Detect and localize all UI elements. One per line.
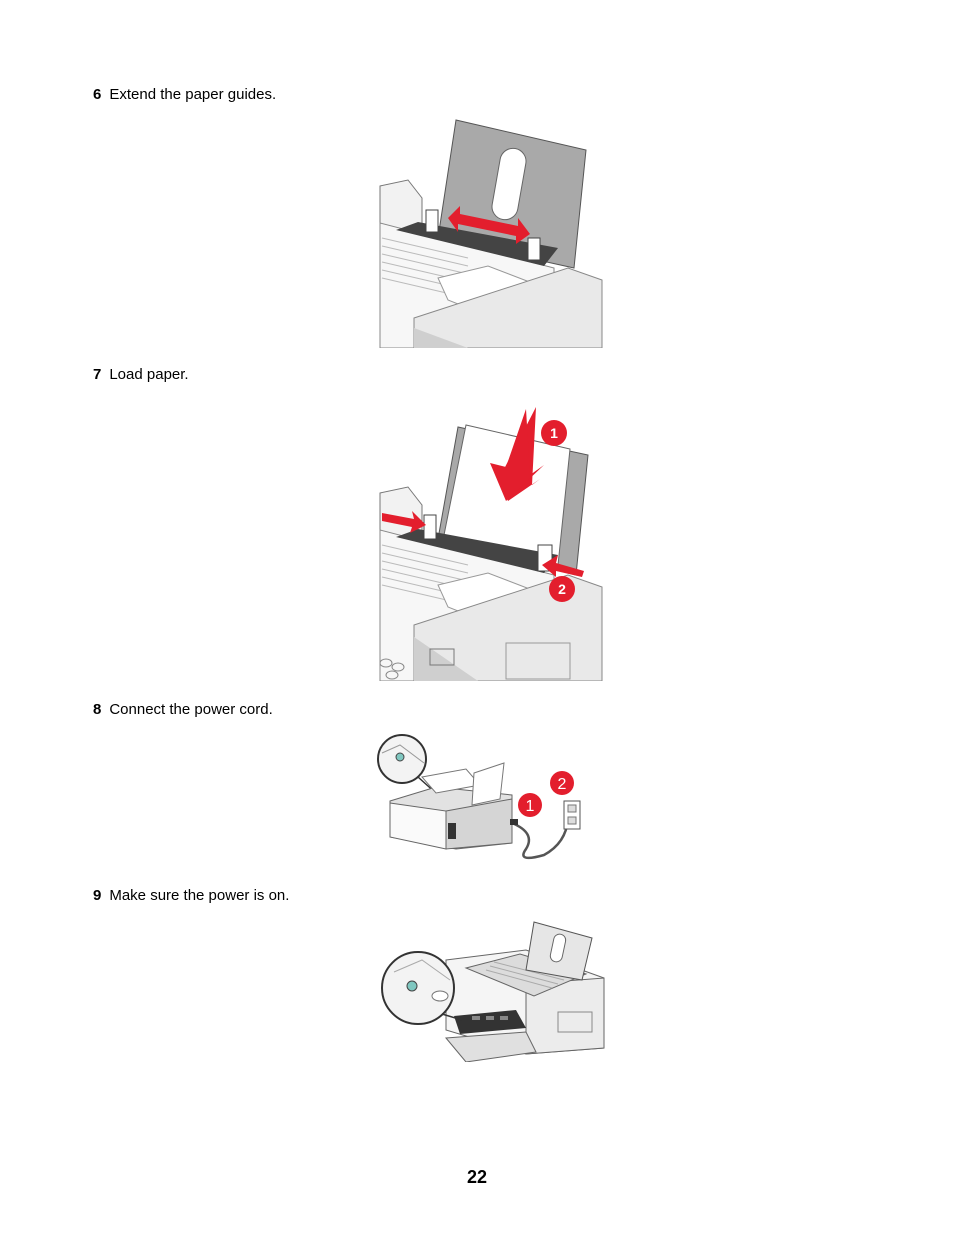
- callout-1: 1: [526, 798, 535, 815]
- step-number: 8: [93, 701, 102, 718]
- page-number: 22: [466, 1167, 488, 1187]
- step-8: 8 Connect the power cord.: [93, 701, 273, 719]
- step-number: 9: [93, 887, 102, 904]
- power-cord-illustration: 1 2: [377, 734, 581, 860]
- step-number: 6: [93, 86, 102, 103]
- callout-2: 2: [558, 581, 566, 597]
- step-7: 7 Load paper.: [93, 366, 189, 384]
- step-text: Extend the paper guides.: [109, 86, 277, 103]
- power-on-illustration: [381, 921, 605, 1062]
- step-text: Connect the power cord.: [109, 701, 273, 718]
- extend-paper-guides-illustration: [379, 119, 603, 348]
- callout-1: 1: [550, 425, 558, 441]
- step-9: 9 Make sure the power is on.: [93, 887, 289, 905]
- step-text: Load paper.: [109, 366, 189, 383]
- step-text: Make sure the power is on.: [109, 887, 290, 904]
- callout-2: 2: [558, 776, 567, 793]
- load-paper-illustration: 1 2: [379, 407, 603, 681]
- step-number: 7: [93, 366, 102, 383]
- step-6: 6 Extend the paper guides.: [93, 86, 276, 104]
